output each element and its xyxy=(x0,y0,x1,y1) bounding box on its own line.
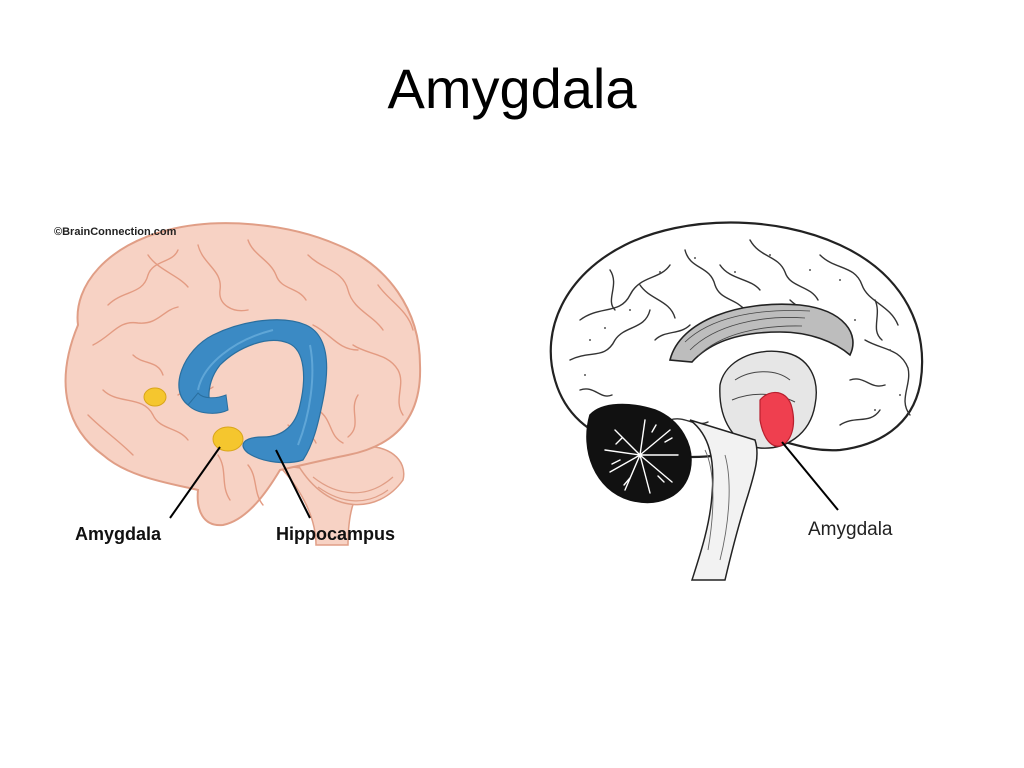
amygdala-highlight xyxy=(759,391,795,447)
brainstem xyxy=(689,419,758,581)
stipple-shading xyxy=(584,254,901,426)
amygdala-leader-line xyxy=(169,446,221,519)
amygdala-label-right: Amygdala xyxy=(808,519,893,540)
right-brain-figure: Amygdala xyxy=(520,210,940,585)
cerebellum xyxy=(586,403,692,504)
hippocampus-structure xyxy=(178,319,328,464)
copyright-text: ©BrainConnection.com xyxy=(54,226,177,238)
lateral-brain-illustration: ©BrainConnection.com Amygdala Hippocampu… xyxy=(54,222,422,546)
left-brain-figure: ©BrainConnection.com Amygdala Hippocampu… xyxy=(48,215,428,555)
hippocampus-leader-line xyxy=(275,449,311,519)
corpus-callosum-striations xyxy=(684,310,811,357)
amygdala-label-left: Amygdala xyxy=(75,524,162,544)
corpus-callosum xyxy=(668,303,854,363)
slide-title: Amygdala xyxy=(387,57,637,120)
cerebellum-folds xyxy=(312,476,394,502)
sagittal-brain-illustration: Amygdala xyxy=(549,221,924,581)
amygdala-spot-upper xyxy=(143,387,167,407)
amygdala-spot-lower xyxy=(212,426,244,452)
brainstem-lines xyxy=(704,449,730,561)
brain-outline xyxy=(64,222,422,527)
amygdala-leader-line-right xyxy=(781,441,839,511)
hippocampus-label: Hippocampus xyxy=(276,524,395,544)
